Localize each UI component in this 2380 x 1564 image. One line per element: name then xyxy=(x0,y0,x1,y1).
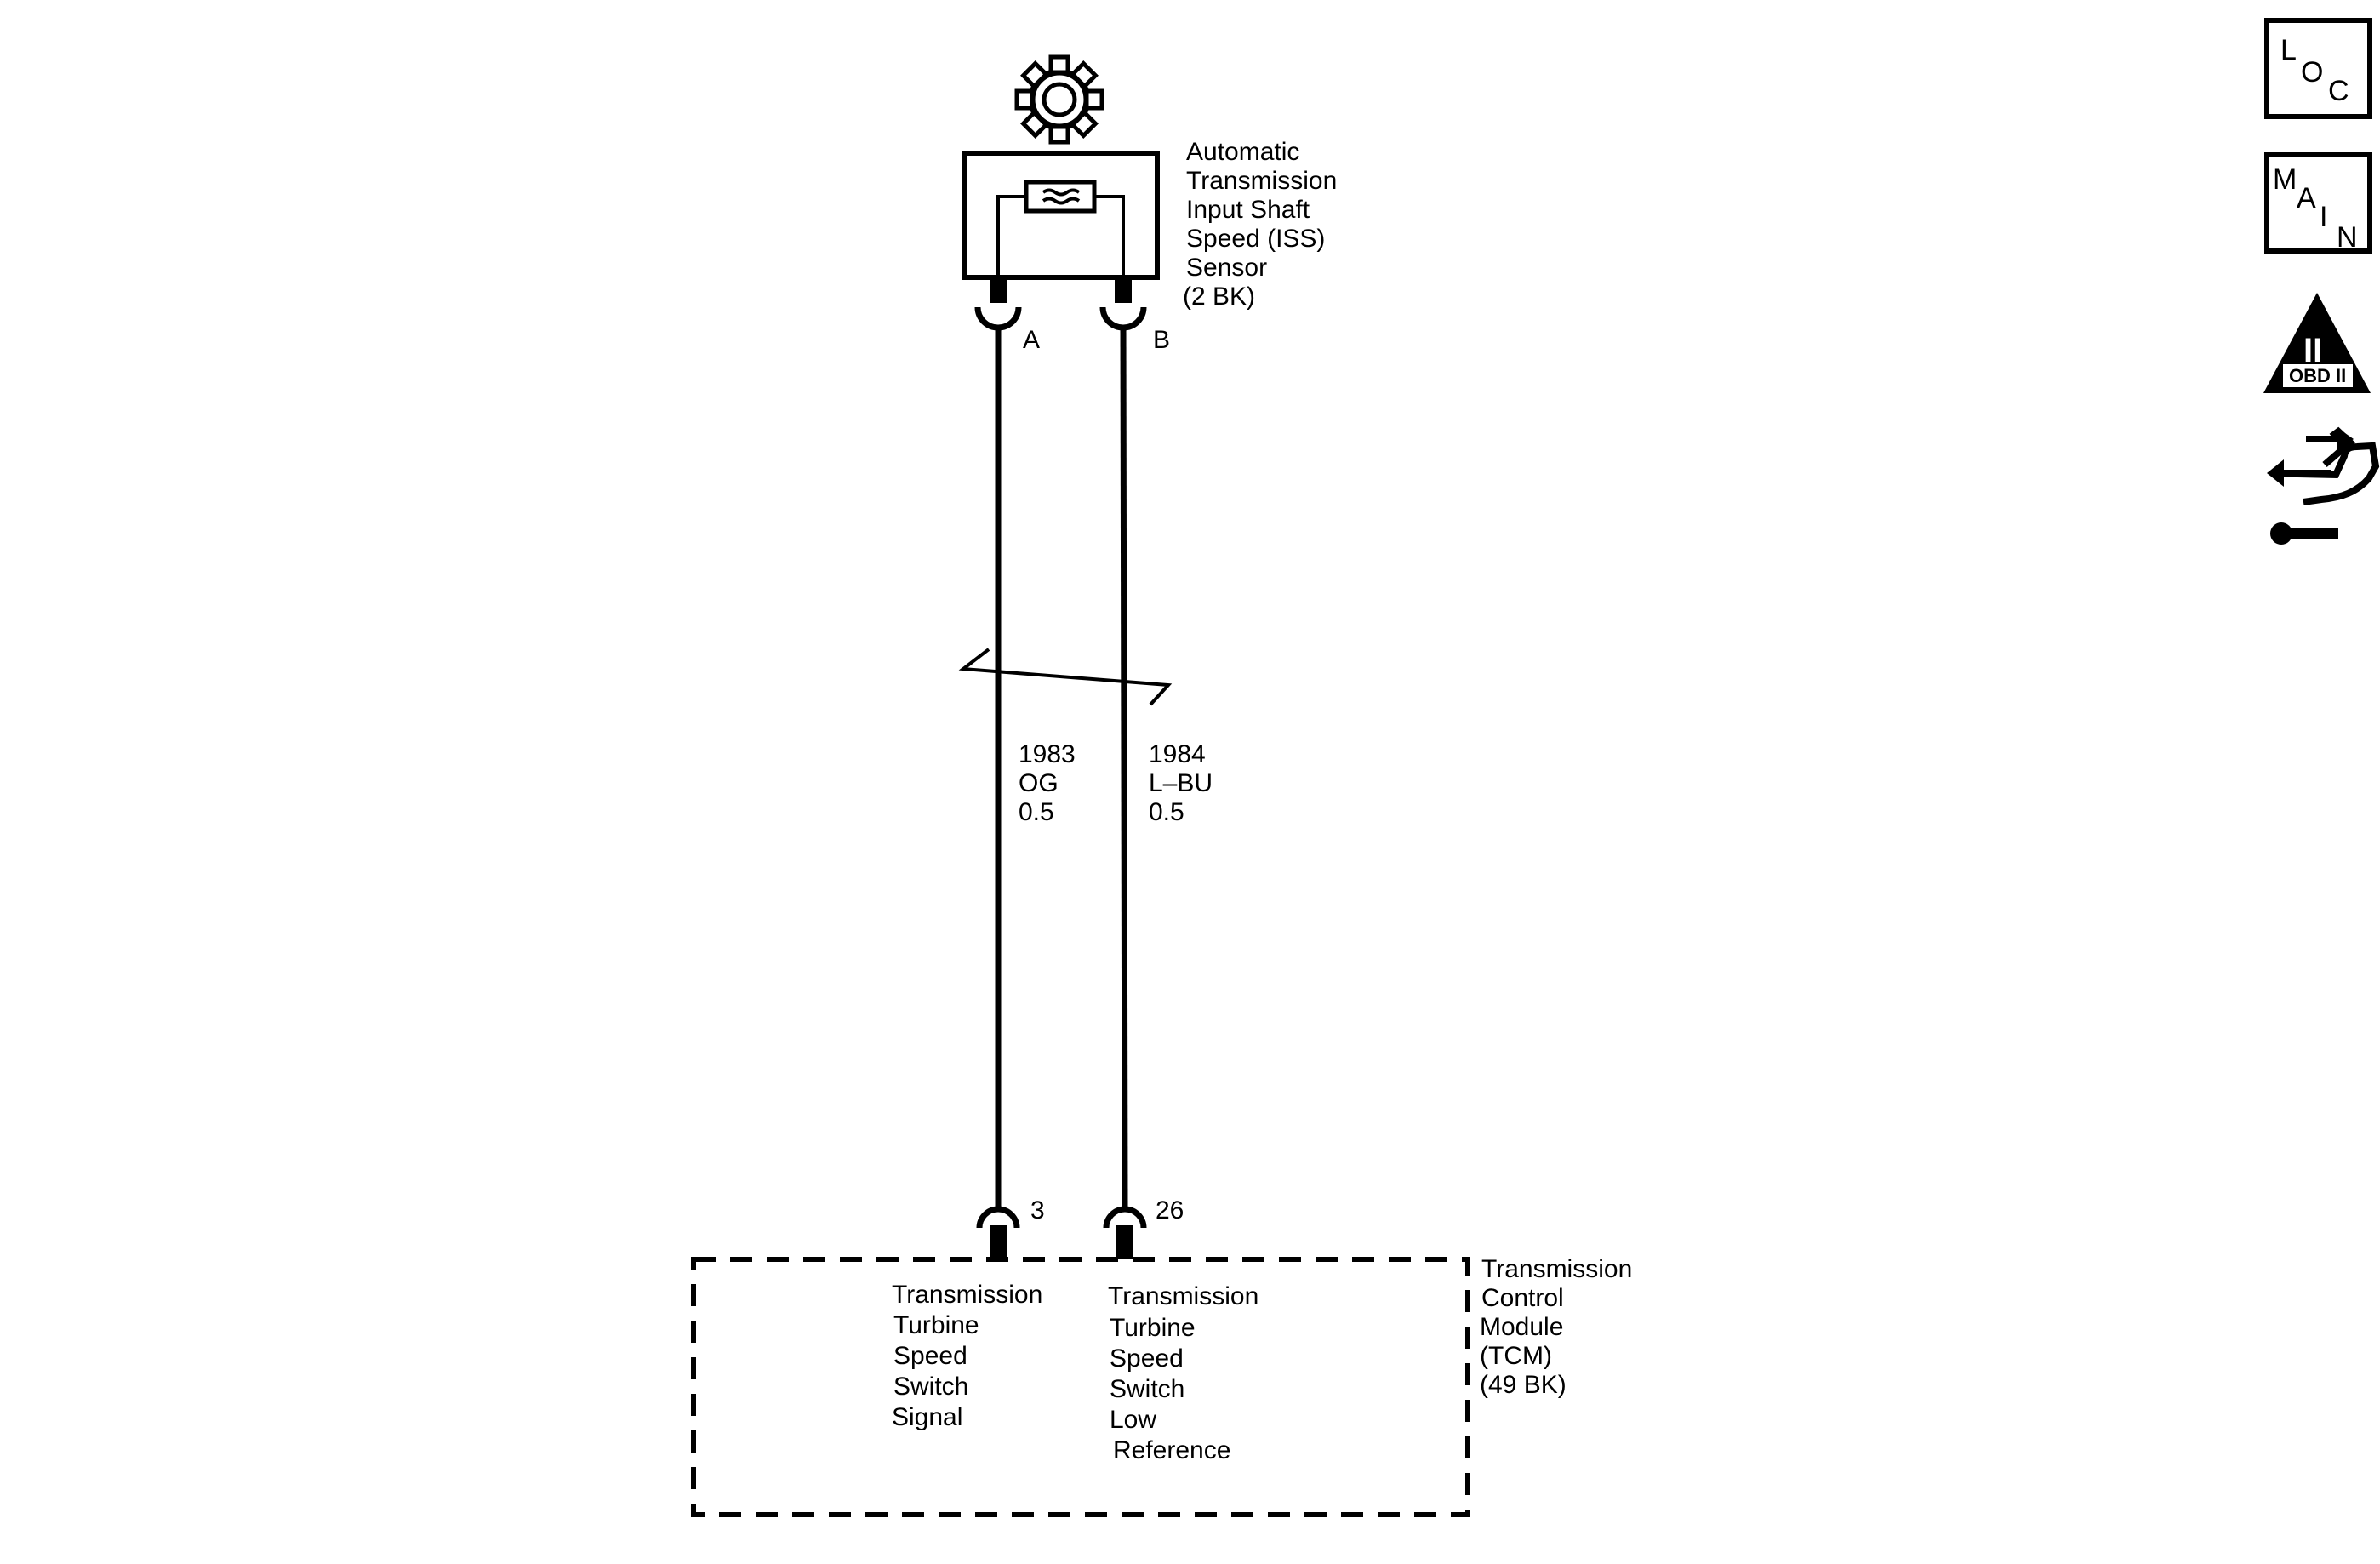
svg-text:II: II xyxy=(2303,332,2322,369)
iss-sensor xyxy=(962,151,1160,280)
diagnostic-repair-icon[interactable] xyxy=(2267,426,2380,545)
wire-1983-label: 1983 OG 0.5 xyxy=(1019,740,1082,826)
wire-break-symbol xyxy=(958,648,1173,706)
module-pin-26-label: 26 xyxy=(1156,1196,1184,1224)
svg-text:N: N xyxy=(2337,221,2358,254)
wire-1984 xyxy=(1120,325,1128,1207)
module-name: Transmission Control Module (TCM) (49 BK… xyxy=(1480,1255,1640,1399)
tcm-box xyxy=(691,1257,1470,1517)
svg-text:L: L xyxy=(2280,34,2297,66)
svg-text:M: M xyxy=(2273,163,2297,196)
main-schematic-icon[interactable]: M A I N xyxy=(2264,152,2372,254)
svg-text:I: I xyxy=(2320,201,2327,233)
module-function-left: Transmission Turbine Speed Switch Signal xyxy=(892,1281,1050,1431)
svg-text:C: C xyxy=(2328,75,2349,107)
svg-text:OBD II: OBD II xyxy=(2289,365,2346,386)
sensor-name: Automatic Transmission Input Shaft Speed… xyxy=(1183,138,1344,311)
module-function-right: Transmission Turbine Speed Switch Low Re… xyxy=(1108,1282,1266,1464)
sensor-connector-b xyxy=(1099,277,1147,331)
location-icon[interactable]: L O C xyxy=(2264,18,2372,119)
obd-ii-icon[interactable]: II OBD II xyxy=(2263,293,2371,393)
gear-icon xyxy=(1014,54,1104,145)
sensor-pin-a-label: A xyxy=(1023,326,1040,354)
sensor-box xyxy=(962,151,1160,280)
sensor-connector-a xyxy=(974,277,1022,331)
module-connector-3 xyxy=(976,1206,1020,1259)
module-pin-3-label: 3 xyxy=(1030,1196,1045,1224)
sensor-pin-b-label: B xyxy=(1153,326,1170,354)
sensor-internal-lead xyxy=(996,195,1026,277)
svg-text:A: A xyxy=(2297,182,2316,214)
module-connector-26 xyxy=(1103,1206,1147,1259)
sensor-element-icon xyxy=(1024,180,1097,214)
wire-1984-label: 1984 L–BU 0.5 xyxy=(1149,740,1219,826)
sensor-internal-lead xyxy=(1094,195,1125,277)
svg-text:O: O xyxy=(2301,56,2323,88)
